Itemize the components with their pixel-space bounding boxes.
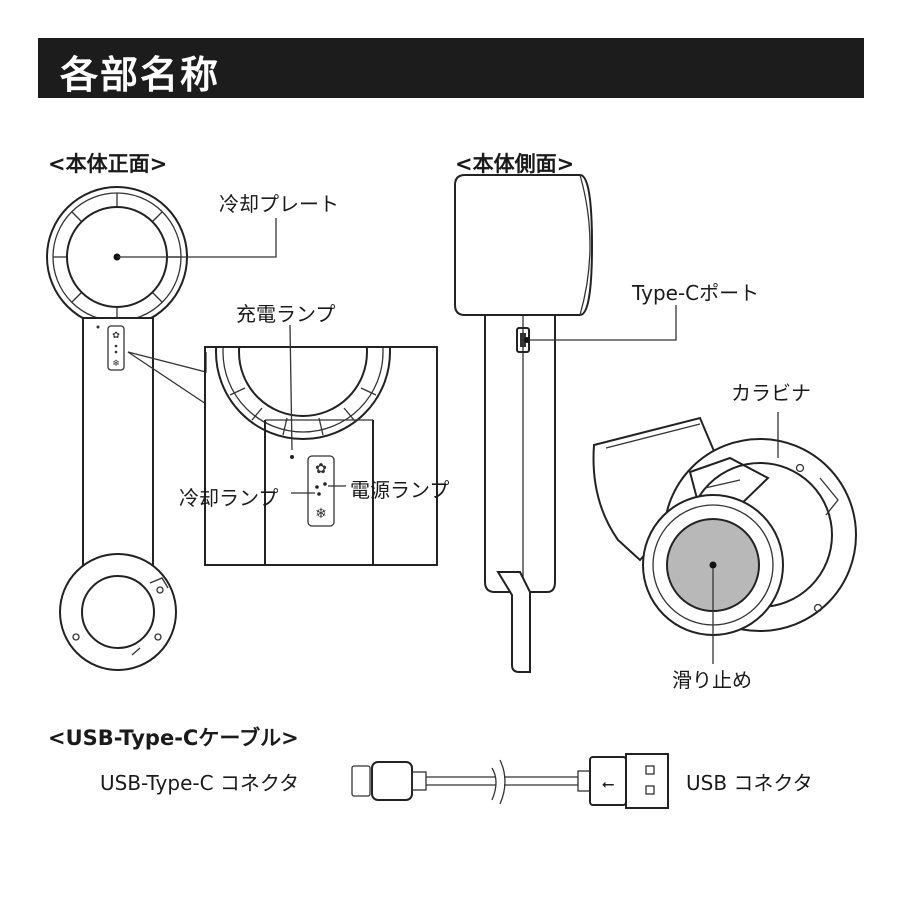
usb-cable-illustration: ⭠ xyxy=(351,753,669,809)
side-view-heading: <本体側面> xyxy=(455,152,575,176)
front-carabiner-ring xyxy=(59,553,177,671)
label-typec-connector: USB-Type-C コネクタ xyxy=(100,771,300,795)
front-lamp-panel xyxy=(107,325,125,371)
label-cooling-plate: 冷却プレート xyxy=(219,192,339,216)
svg-text:❄: ❄ xyxy=(112,359,120,369)
label-usb-connector: USB コネクタ xyxy=(686,771,813,795)
front-view-illustration: ✿ ❄ xyxy=(46,186,438,671)
svg-text:❄: ❄ xyxy=(315,506,327,522)
leader-charge-lamp xyxy=(289,324,293,451)
label-cooling-lamp: 冷却ランプ xyxy=(179,486,279,510)
side-handle xyxy=(484,314,556,593)
label-typec-port: Type-Cポート xyxy=(632,281,760,305)
typec-plug-tip xyxy=(351,765,371,797)
usb-plug-head xyxy=(625,753,669,809)
section-header: 各部名称 xyxy=(38,38,864,98)
svg-text:✿: ✿ xyxy=(315,461,327,477)
front-view-heading: <本体正面> xyxy=(48,152,168,176)
leader-typec-port xyxy=(529,305,677,341)
side-view-illustration xyxy=(454,174,857,673)
typec-plug-body xyxy=(371,761,413,801)
cable-heading: <USB-Type-Cケーブル> xyxy=(48,726,299,750)
label-charge-lamp: 充電ランプ xyxy=(236,302,336,326)
label-carabiner: カラビナ xyxy=(731,381,811,405)
page-title: 各部名称 xyxy=(60,53,221,97)
svg-text:✿: ✿ xyxy=(112,331,120,341)
usb-icon: ⭠ xyxy=(602,774,615,793)
zoom-inset-box xyxy=(204,346,438,566)
zoom-lamp-panel xyxy=(307,455,335,527)
charge-lamp-dot xyxy=(290,455,294,459)
carabiner-view xyxy=(592,412,857,664)
label-power-lamp: 電源ランプ xyxy=(350,478,450,502)
label-anti-slip: 滑り止め xyxy=(672,668,752,692)
side-fan-head xyxy=(454,174,594,316)
leader-cooling-plate xyxy=(117,218,277,258)
side-clip xyxy=(496,571,531,673)
